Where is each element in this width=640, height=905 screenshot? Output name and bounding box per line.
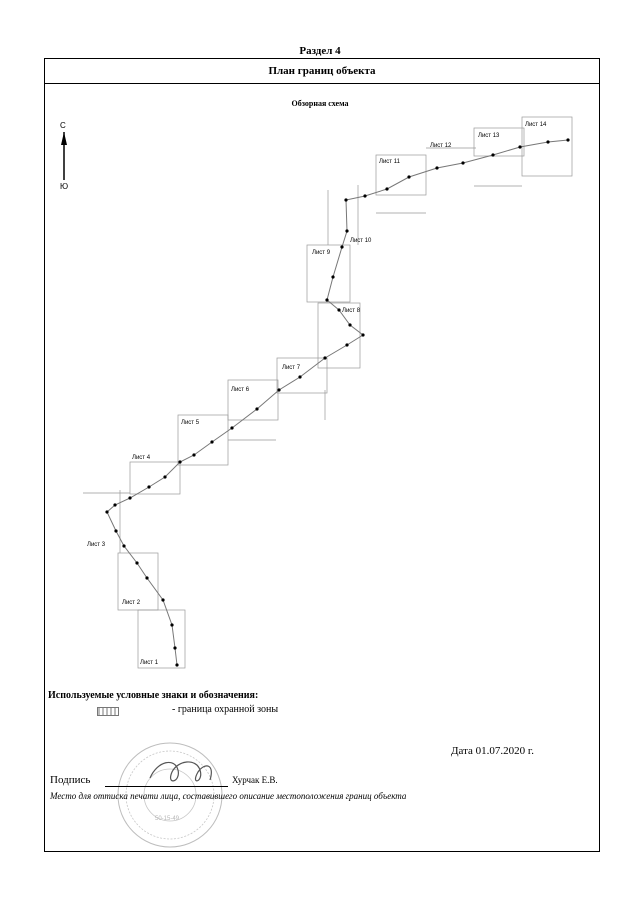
route-point [323, 356, 327, 360]
route-point [344, 198, 348, 202]
document-date: Дата 01.07.2020 г. [451, 745, 534, 757]
legend-boundary-symbol [97, 707, 119, 716]
route-point [145, 576, 149, 580]
route-point [175, 663, 179, 667]
sheet-label-3: Лист 3 [87, 542, 106, 548]
route-point [298, 375, 302, 379]
sheet-label-12: Лист 12 [430, 143, 452, 149]
stamp-seal: 50-15-49 [117, 742, 223, 848]
route-point [277, 388, 281, 392]
route-point [363, 194, 367, 198]
route-point [345, 343, 349, 347]
route-point [337, 308, 341, 312]
sheet-label-1: Лист 1 [140, 660, 159, 666]
sheet-label-6: Лист 6 [231, 387, 250, 393]
route-point [435, 166, 439, 170]
signature-label: Подпись [50, 774, 91, 786]
south-label: Ю [60, 182, 68, 191]
sheet-label-9: Лист 9 [312, 250, 331, 256]
route-point [178, 460, 182, 464]
sheet-label-10: Лист 10 [350, 238, 372, 244]
route-point [361, 333, 365, 337]
svg-text:50-15-49: 50-15-49 [155, 816, 180, 822]
route-point [230, 426, 234, 430]
route-point [113, 503, 117, 507]
sheet-label-14: Лист 14 [525, 122, 547, 128]
route-point [345, 229, 349, 233]
route-point [340, 245, 344, 249]
route-point [331, 275, 335, 279]
sheet-label-4: Лист 4 [132, 455, 151, 461]
route-point [147, 485, 151, 489]
route-point [122, 544, 126, 548]
section-title: Раздел 4 [299, 45, 341, 57]
route-line [106, 139, 569, 666]
route-point [173, 646, 177, 650]
route-point [348, 323, 352, 327]
north-label: С [60, 121, 66, 130]
route-point [135, 561, 139, 565]
route-point [105, 510, 109, 514]
sheet-label-2: Лист 2 [122, 600, 141, 606]
route-point [385, 187, 389, 191]
route-point [163, 475, 167, 479]
route-point [128, 496, 132, 500]
route-point [170, 623, 174, 627]
route-point [566, 138, 570, 142]
frame-header: План границ объекта [45, 59, 599, 84]
route-point [461, 161, 465, 165]
route-point [255, 407, 259, 411]
route-point [518, 145, 522, 149]
route-point [491, 153, 495, 157]
sheet-label-13: Лист 13 [478, 133, 500, 139]
north-arrow-icon: С Ю [60, 121, 68, 191]
sheet-label-11: Лист 11 [379, 159, 401, 165]
legend-boundary-label: - граница охранной зоны [172, 704, 279, 715]
route-point [161, 598, 165, 602]
signer-name: Хурчак Е.В. [232, 775, 278, 785]
route-point [210, 440, 214, 444]
sheet-label-8: Лист 8 [342, 308, 361, 314]
scheme-title: Обзорная схема [291, 99, 349, 108]
signature-mark [149, 761, 212, 782]
sheet-labels: Лист 1 Лист 2 Лист 3 Лист 4 Лист 5 Лист … [87, 122, 547, 666]
sheet-label-5: Лист 5 [181, 420, 200, 426]
sheet-label-7: Лист 7 [282, 365, 301, 371]
route-point [325, 298, 329, 302]
document-frame: План границ объекта [44, 58, 600, 852]
sheet-frames [83, 116, 573, 669]
signature-line [105, 786, 228, 787]
route-point [546, 140, 550, 144]
signature-note: Место для оттиска печати лица, составивш… [50, 791, 407, 801]
route-point [192, 453, 196, 457]
route-point [407, 175, 411, 179]
legend-title: Используемые условные знаки и обозначени… [48, 690, 259, 701]
route-point [114, 529, 118, 533]
route-points [105, 138, 570, 667]
